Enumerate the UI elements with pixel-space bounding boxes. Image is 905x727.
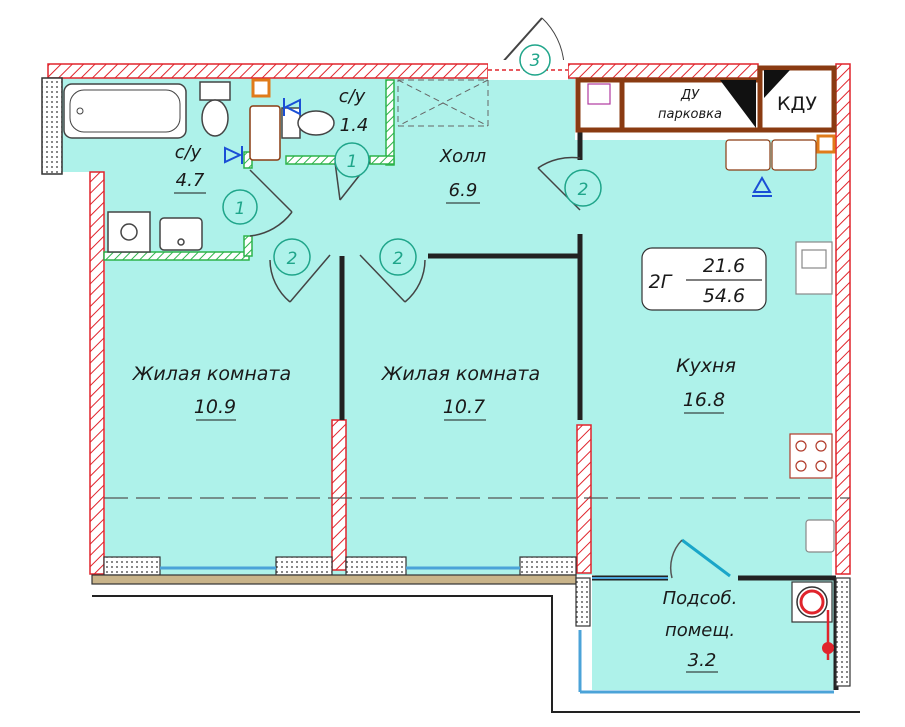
- bathtub: [63, 83, 187, 139]
- svg-text:1: 1: [235, 199, 246, 219]
- sink: [159, 217, 203, 251]
- room-name-kitchen: Кухня: [676, 355, 736, 377]
- room-area-hall: 6.9: [449, 180, 478, 201]
- fridge: [805, 519, 835, 553]
- svg-text:3: 3: [530, 51, 541, 71]
- left-wall-section: [41, 77, 63, 175]
- du-label-line2: парковка: [658, 107, 722, 122]
- utility-window: [575, 577, 851, 694]
- washing-machine: [107, 211, 151, 253]
- room-name-living1: Жилая комната: [132, 363, 291, 385]
- door-marker-1b: 1: [222, 189, 258, 225]
- room-area-living1: 10.9: [194, 396, 236, 418]
- room-area-kitchen: 16.8: [683, 389, 725, 411]
- kitchen-counter: [587, 83, 836, 171]
- room-area-bath2: 1.4: [340, 115, 369, 136]
- door-marker-2c: 2: [564, 169, 602, 207]
- stove: [789, 433, 833, 479]
- room-name-bath2: с/у: [339, 86, 366, 107]
- interior-doors[interactable]: [249, 156, 731, 579]
- svg-text:2: 2: [287, 249, 298, 269]
- room-area-bath1: 4.7: [176, 170, 205, 191]
- du-label-line1: ДУ: [680, 88, 700, 103]
- apartment-total-area: 54.6: [703, 285, 745, 307]
- door-marker-2b: 2: [379, 238, 417, 276]
- room-area-living2: 10.7: [443, 396, 485, 418]
- kdu-label: КДУ: [777, 93, 817, 115]
- svg-text:2: 2: [393, 249, 404, 269]
- vent-marker-icon: [224, 98, 772, 197]
- room-name-utility-line2: помещ.: [665, 620, 735, 641]
- gas-meter: [791, 581, 834, 660]
- vent-shaft-fill-2: [764, 70, 790, 98]
- door-marker-2a: 2: [273, 238, 311, 276]
- room-name-hall: Холл: [439, 146, 486, 167]
- door-marker-1a: 1: [334, 142, 370, 178]
- vent-shaft-fill: [720, 80, 756, 128]
- windows-bottom: [91, 556, 577, 585]
- room-name-bath1: с/у: [175, 142, 202, 163]
- building-outline: [92, 595, 860, 713]
- svg-text:2: 2: [578, 180, 589, 200]
- outer-walls: [47, 63, 851, 575]
- svg-text:1: 1: [347, 152, 358, 172]
- apartment-info-box: 2Г 21.6 54.6: [641, 247, 767, 311]
- kitchen-sink: [795, 241, 833, 295]
- room-name-living2: Жилая комната: [381, 363, 540, 385]
- toilet-2: [281, 107, 335, 139]
- room-area-utility: 3.2: [688, 650, 717, 671]
- toilet-1: [199, 81, 231, 137]
- door-marker-3: 3: [519, 44, 551, 76]
- room-name-utility-line1: Подсоб.: [663, 588, 738, 609]
- hall-hatch: [397, 79, 489, 127]
- boiler-cabinet: [249, 78, 281, 161]
- apartment-type: 2Г: [649, 271, 673, 293]
- apartment-living-area: 21.6: [703, 255, 745, 277]
